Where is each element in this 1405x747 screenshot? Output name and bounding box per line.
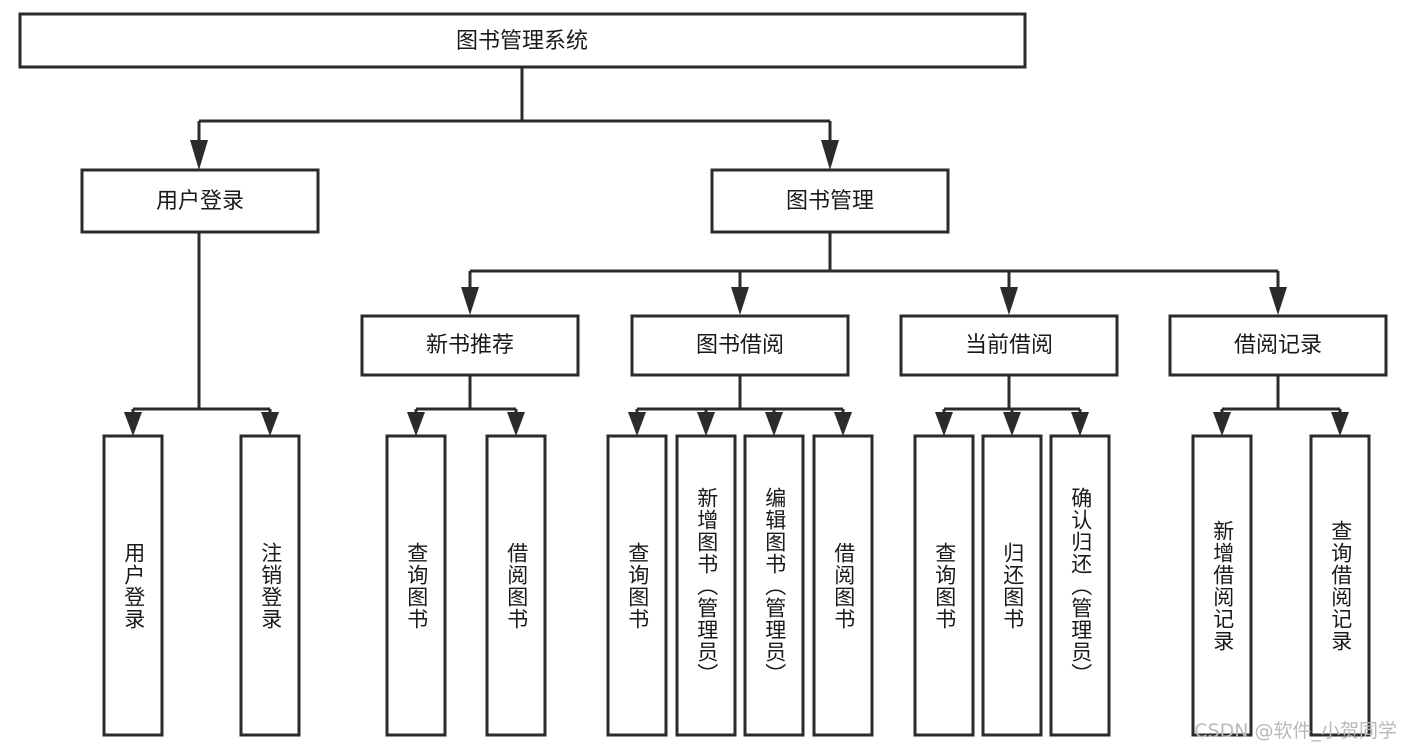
arrow-head-new-book-leaf-0 bbox=[407, 412, 425, 436]
arrow-head-current-borrow-leaf-1 bbox=[1003, 412, 1021, 436]
leaf-boxes-user-login bbox=[102, 434, 301, 737]
arrow-head-book-mgmt bbox=[821, 140, 839, 170]
node-book-borrow[interactable]: 图书借阅 bbox=[630, 314, 850, 377]
node-root-box[interactable] bbox=[18, 12, 1027, 69]
node-new-book-recommend-label: 新书推荐 bbox=[426, 333, 514, 358]
arrow-head-borrow-record bbox=[1269, 287, 1287, 315]
leaf-box-book-borrow-3[interactable] bbox=[812, 434, 874, 737]
node-book-borrow-label: 图书借阅 bbox=[696, 333, 784, 358]
leaf-box-current-borrow-2[interactable] bbox=[1049, 434, 1111, 737]
arrow-head-borrow-record-leaf-0 bbox=[1213, 412, 1231, 436]
connector-group-user-login-leaves bbox=[124, 232, 279, 436]
arrow-head-leaf-logout bbox=[261, 412, 279, 436]
node-current-borrow-box[interactable] bbox=[899, 314, 1119, 377]
leaf-box-user-login-0[interactable] bbox=[102, 434, 164, 737]
leaf-box-borrow-record-0[interactable] bbox=[1191, 434, 1253, 737]
arrow-head-leaf-user-login bbox=[124, 412, 142, 436]
node-borrow-record-box[interactable] bbox=[1168, 314, 1388, 377]
connector-group-borrow-record-leaves bbox=[1213, 375, 1349, 436]
connector-group-book-mgmt bbox=[461, 232, 1287, 315]
connector-group-new-book-leaves bbox=[407, 375, 525, 436]
arrow-head-new-book bbox=[461, 287, 479, 315]
connector-group-book-borrow-leaves bbox=[628, 375, 852, 436]
leaf-boxes-book-borrow bbox=[606, 434, 874, 737]
leaf-box-book-borrow-0[interactable] bbox=[606, 434, 668, 737]
node-root[interactable]: 图书管理系统 bbox=[18, 12, 1027, 69]
arrow-head-book-borrow-leaf-0 bbox=[628, 412, 646, 436]
leaf-boxes-current-borrow bbox=[913, 434, 1111, 737]
connector-group-root bbox=[190, 67, 839, 170]
node-root-label: 图书管理系统 bbox=[456, 29, 588, 54]
node-current-borrow-label: 当前借阅 bbox=[965, 333, 1053, 358]
node-book-management-box[interactable] bbox=[710, 168, 950, 234]
node-current-borrow[interactable]: 当前借阅 bbox=[899, 314, 1119, 377]
node-user-login-box[interactable] bbox=[80, 168, 320, 234]
arrow-head-book-borrow-leaf-1 bbox=[697, 412, 715, 436]
arrow-head-current-borrow-leaf-0 bbox=[935, 412, 953, 436]
arrow-head-user-login bbox=[190, 140, 208, 170]
node-book-management-label: 图书管理 bbox=[786, 189, 874, 214]
arrow-head-new-book-leaf-1 bbox=[507, 412, 525, 436]
node-borrow-record-label: 借阅记录 bbox=[1234, 333, 1322, 358]
node-new-book-recommend-box[interactable] bbox=[360, 314, 580, 377]
node-user-login-label: 用户登录 bbox=[156, 189, 244, 214]
node-book-management[interactable]: 图书管理 bbox=[710, 168, 950, 234]
arrow-head-current-borrow-leaf-2 bbox=[1071, 412, 1089, 436]
leaf-box-book-borrow-2[interactable] bbox=[743, 434, 805, 737]
leaf-box-borrow-record-1[interactable] bbox=[1309, 434, 1371, 737]
node-book-borrow-box[interactable] bbox=[630, 314, 850, 377]
arrow-head-book-borrow bbox=[731, 287, 749, 315]
node-new-book-recommend[interactable]: 新书推荐 bbox=[360, 314, 580, 377]
arrow-head-book-borrow-leaf-2 bbox=[765, 412, 783, 436]
arrow-head-book-borrow-leaf-3 bbox=[834, 412, 852, 436]
leaf-boxes-borrow-record bbox=[1191, 434, 1371, 737]
leaf-box-current-borrow-1[interactable] bbox=[981, 434, 1043, 737]
leaf-boxes-new-book bbox=[385, 434, 547, 737]
node-user-login[interactable]: 用户登录 bbox=[80, 168, 320, 234]
arrow-head-current-borrow bbox=[1000, 287, 1018, 315]
leaf-box-new-book-0[interactable] bbox=[385, 434, 447, 737]
leaf-box-user-login-1[interactable] bbox=[239, 434, 301, 737]
connector-group-current-borrow-leaves bbox=[935, 375, 1089, 436]
node-borrow-record[interactable]: 借阅记录 bbox=[1168, 314, 1388, 377]
leaf-box-new-book-1[interactable] bbox=[485, 434, 547, 737]
watermark-text: CSDN @软件_小贺同学 bbox=[1194, 720, 1397, 742]
leaf-box-current-borrow-0[interactable] bbox=[913, 434, 975, 737]
leaf-box-book-borrow-1[interactable] bbox=[675, 434, 737, 737]
arrow-head-borrow-record-leaf-1 bbox=[1331, 412, 1349, 436]
